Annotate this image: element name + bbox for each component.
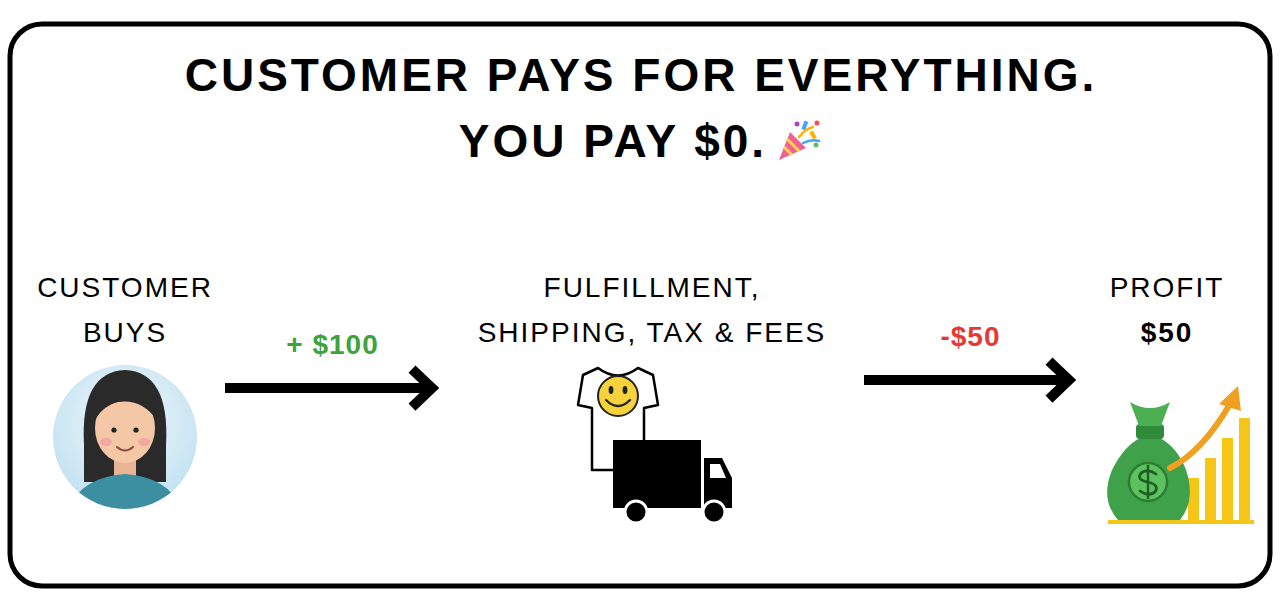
growth-arrow bbox=[1170, 404, 1230, 468]
flow-arrow bbox=[225, 369, 432, 407]
confetti bbox=[814, 143, 819, 148]
truck-window bbox=[710, 464, 726, 478]
avatar-bangs bbox=[94, 383, 157, 422]
step-label: PROFIT bbox=[1077, 265, 1257, 310]
confetti bbox=[809, 131, 816, 140]
flow-step: PROFIT$50 bbox=[1077, 265, 1257, 525]
growth-bar bbox=[1239, 418, 1250, 522]
profit-icon bbox=[1107, 386, 1254, 524]
arrow-head bbox=[1049, 361, 1069, 399]
arrow-shaft bbox=[225, 383, 428, 393]
streamer bbox=[799, 127, 813, 137]
money-bag bbox=[1107, 438, 1190, 520]
title-block: CUSTOMER PAYS FOR EVERYTHING. YOU PAY $0… bbox=[141, 42, 1141, 174]
step-label: $50 bbox=[1077, 310, 1257, 355]
avatar-hair bbox=[84, 370, 167, 482]
arrow-head bbox=[412, 369, 432, 407]
arrow-shaft bbox=[864, 375, 1065, 385]
avatar-smile bbox=[117, 447, 133, 451]
avatar-cheek bbox=[138, 438, 150, 446]
avatar-cheek bbox=[100, 438, 112, 446]
truck-wheel bbox=[703, 501, 725, 523]
truck-wheel bbox=[625, 501, 647, 523]
popper-cone bbox=[779, 132, 806, 160]
bag-tie bbox=[1136, 424, 1164, 439]
confetti bbox=[795, 122, 800, 127]
coin bbox=[1129, 463, 1167, 501]
customer-avatar bbox=[53, 365, 197, 525]
streamer bbox=[803, 140, 819, 143]
avatar-figure bbox=[66, 370, 184, 525]
fulfillment-icon bbox=[578, 368, 732, 523]
popper-stripe bbox=[784, 147, 792, 155]
growth-bar bbox=[1205, 458, 1216, 522]
amount-label: + $100 bbox=[282, 328, 382, 362]
growth-bar bbox=[1188, 478, 1199, 522]
diagram-title: CUSTOMER PAYS FOR EVERYTHING. YOU PAY $0… bbox=[185, 49, 1098, 167]
confetti bbox=[815, 121, 820, 126]
truck-box bbox=[613, 440, 701, 508]
smiley-mouth bbox=[606, 400, 630, 406]
popper-stripe bbox=[787, 139, 799, 151]
avatar-shirt bbox=[66, 474, 184, 525]
avatar-eye bbox=[133, 427, 138, 432]
flow-arrow bbox=[864, 361, 1069, 399]
smiley-eye bbox=[609, 386, 614, 394]
growth-bar bbox=[1222, 438, 1233, 522]
frame-border bbox=[10, 24, 1270, 586]
amount-label: -$50 bbox=[936, 320, 1004, 354]
smiley-face bbox=[598, 376, 638, 416]
flow-step: CUSTOMER BUYS bbox=[25, 265, 225, 525]
smiley-eye bbox=[623, 386, 628, 394]
step-label: CUSTOMER BUYS bbox=[25, 265, 225, 355]
growth-arrow-head bbox=[1219, 386, 1241, 411]
avatar-eye bbox=[111, 427, 116, 432]
dollar-symbol bbox=[1147, 465, 1149, 499]
chart-base bbox=[1108, 520, 1254, 524]
party-popper-icon bbox=[775, 115, 823, 163]
bag-top bbox=[1130, 402, 1170, 426]
step-label: FULFILLMENT, SHIPPING, TAX & FEES bbox=[466, 265, 838, 355]
flow-step: FULFILLMENT, SHIPPING, TAX & FEES bbox=[440, 265, 864, 525]
